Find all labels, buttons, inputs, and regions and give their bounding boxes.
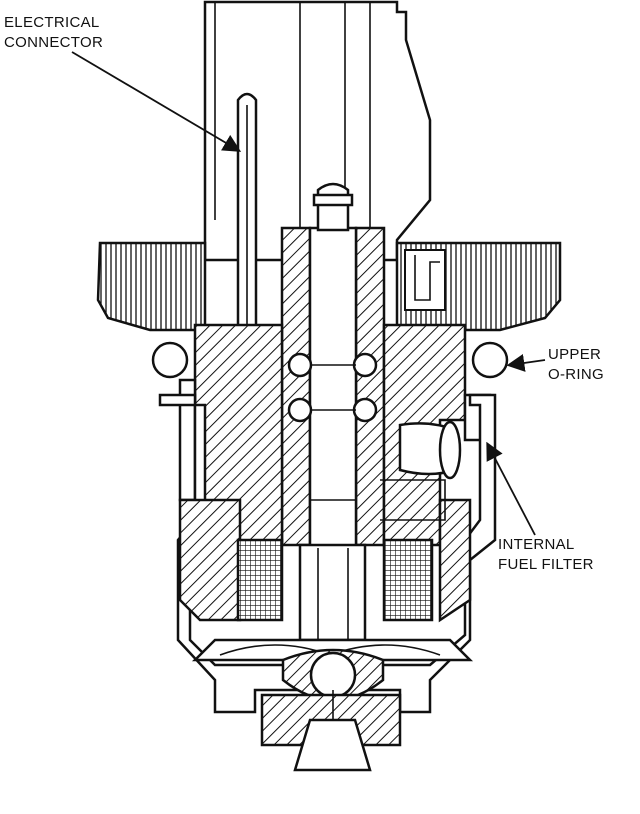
leader-electrical-connector — [71, 51, 242, 152]
upper-o-ring-left — [151, 341, 189, 379]
lower-housing — [158, 393, 497, 714]
internal-fuel-filter — [380, 420, 462, 521]
label-upper: UPPER — [548, 346, 602, 363]
armature-tube — [280, 182, 386, 592]
callout-leaders — [71, 51, 546, 536]
label-internal: INTERNAL — [498, 536, 575, 553]
mounting-flange — [96, 241, 562, 332]
label-connector: CONNECTOR — [4, 34, 104, 51]
needle-valve — [191, 543, 474, 702]
leader-upper-o-ring — [506, 354, 546, 372]
label-electrical: ELECTRICAL — [4, 14, 100, 31]
label-fuel-filter: FUEL FILTER — [498, 556, 594, 573]
solenoid-coils — [236, 538, 434, 622]
label-o-ring: O-RING — [548, 366, 604, 383]
nozzle-tip — [260, 690, 402, 772]
upper-o-ring-right — [471, 341, 509, 379]
leader-internal-fuel-filter — [486, 441, 536, 536]
